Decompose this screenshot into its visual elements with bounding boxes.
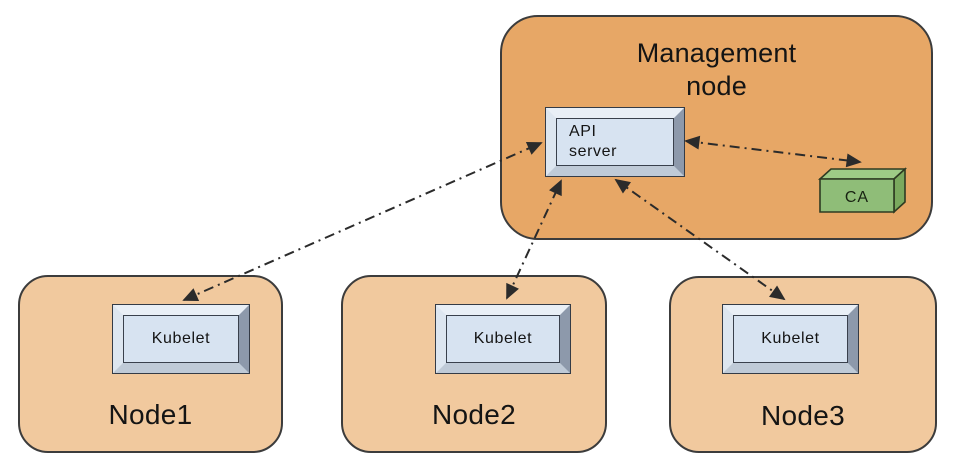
node1-kubelet-bevel: Kubelet — [113, 305, 249, 373]
ca-front-face — [819, 178, 895, 213]
node3-kubelet-label: Kubelet — [761, 330, 820, 347]
node3-kubelet-panel: Kubelet — [733, 315, 848, 363]
api-server-label: API server — [569, 123, 618, 160]
node1-kubelet-box: Kubelet — [112, 304, 250, 374]
api-server-bevel: API server — [546, 108, 684, 176]
management-node-label: Management node — [636, 38, 797, 101]
ca-box: CA — [817, 167, 908, 214]
management-node-box: Management node API server CA — [500, 15, 933, 240]
node3-label: Node3 — [760, 400, 845, 431]
ca-label: CA — [845, 189, 869, 206]
node1-box: Kubelet Node1 — [18, 275, 283, 453]
ca-top-face — [817, 168, 908, 180]
node2-box: Kubelet Node2 — [341, 275, 607, 453]
node2-label: Node2 — [431, 399, 516, 430]
node3-kubelet-box: Kubelet — [722, 304, 859, 374]
node2-kubelet-label: Kubelet — [473, 330, 533, 347]
node3-box: Kubelet Node3 — [669, 276, 937, 453]
node1-kubelet-panel: Kubelet — [123, 315, 239, 363]
node2-kubelet-bevel: Kubelet — [436, 305, 570, 373]
api-server-box: API server — [545, 107, 685, 177]
node3-kubelet-bevel: Kubelet — [723, 305, 858, 373]
node2-kubelet-box: Kubelet — [435, 304, 571, 374]
node1-label: Node1 — [108, 399, 193, 430]
api-server-panel: API server — [556, 118, 674, 166]
node2-kubelet-panel: Kubelet — [446, 315, 560, 363]
node1-kubelet-label: Kubelet — [151, 330, 211, 347]
